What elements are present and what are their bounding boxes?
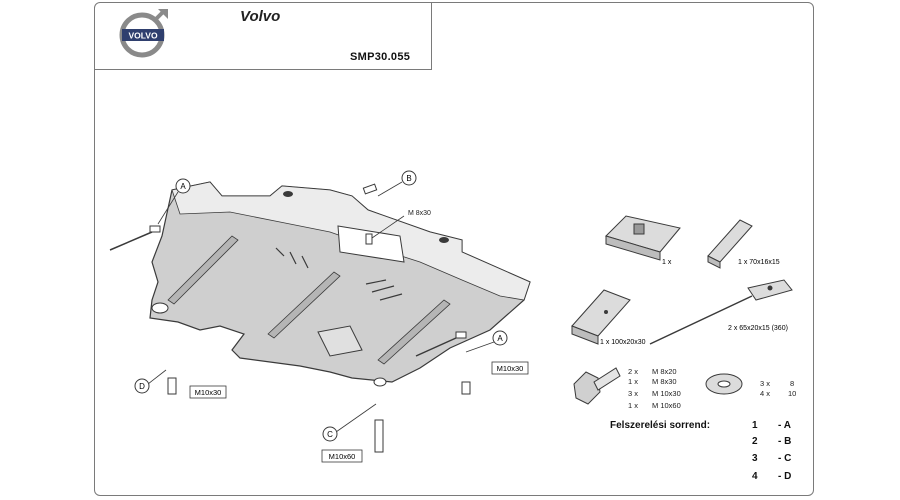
svg-text:B: B — [406, 174, 411, 183]
clip-qty: 1 x — [662, 259, 672, 266]
sequence-step-2-code: - B — [778, 436, 792, 447]
sequence-step-4-num: 4 — [752, 471, 758, 482]
svg-text:M 8x30: M 8x30 — [408, 210, 431, 217]
leader-lines — [147, 181, 495, 433]
title-block — [94, 2, 432, 70]
svg-text:D: D — [139, 382, 145, 391]
svg-text:2 x: 2 x — [628, 367, 638, 376]
svg-text:M10x60: M10x60 — [329, 452, 356, 461]
svg-text:8: 8 — [790, 379, 794, 388]
sequence-step-3-code: - C — [778, 453, 792, 464]
svg-text:C: C — [327, 430, 333, 439]
callout-a-top: A — [175, 178, 191, 194]
plate-fasteners — [109, 183, 471, 453]
small-plate-icon — [707, 219, 753, 269]
volvo-logo-icon: VOLVO — [119, 9, 168, 58]
callout-d: D — [134, 378, 150, 394]
svg-text:M 10x60: M 10x60 — [652, 401, 681, 410]
brand-title: Volvo — [240, 8, 281, 25]
callout-a-right: A — [492, 330, 508, 346]
large-plate-label: 1 x 100x20x30 — [600, 339, 646, 346]
sequence-step-2-num: 2 — [752, 436, 758, 447]
puller-label: 2 x 65x20x15 (360) — [728, 325, 788, 332]
callout-b: B — [401, 170, 417, 186]
sequence-step-3-num: 3 — [752, 453, 758, 464]
small-plate-label: 1 x 70x16x15 — [738, 259, 780, 266]
washer-list: 3 x 8 4 x 10 — [760, 379, 796, 398]
svg-text:A: A — [497, 334, 503, 343]
svg-text:10: 10 — [788, 389, 796, 398]
svg-text:M10x30: M10x30 — [195, 388, 222, 397]
plate-slots — [275, 247, 403, 301]
svg-text:3 x: 3 x — [628, 389, 638, 398]
label-a-m10x30: M10x30 — [491, 361, 529, 375]
clip-part-icon — [605, 215, 681, 261]
callout-c: C — [322, 426, 338, 442]
bolt-icon — [573, 367, 621, 405]
svg-text:M 10x30: M 10x30 — [652, 389, 681, 398]
drawing-sheet-border — [94, 2, 814, 496]
logo-text: VOLVO — [128, 31, 158, 41]
svg-text:M 8x20: M 8x20 — [652, 367, 677, 376]
label-c-m10x60: M10x60 — [321, 449, 363, 463]
svg-text:M 8x30: M 8x30 — [652, 377, 677, 386]
svg-text:1 x: 1 x — [628, 401, 638, 410]
label-d-m10x30: M10x30 — [189, 385, 227, 399]
label-top-m8x30: M 8x30 — [408, 210, 431, 217]
svg-text:A: A — [180, 182, 186, 191]
bolt-list: 2 x M 8x20 1 x M 8x30 3 x M 10x30 1 x M … — [628, 367, 681, 410]
svg-text:4 x: 4 x — [760, 389, 770, 398]
part-code: SMP30.055 — [350, 51, 411, 63]
svg-text:M10x30: M10x30 — [497, 364, 524, 373]
large-plate-icon — [571, 289, 631, 345]
sequence-title: Felszerelési sorrend: — [610, 420, 711, 431]
washer-icon — [705, 373, 743, 395]
sequence-step-4-code: - D — [778, 471, 792, 482]
puller-tool-icon — [649, 279, 793, 345]
plate-ribs — [167, 235, 451, 365]
svg-text:1 x: 1 x — [628, 377, 638, 386]
sequence-step-1-num: 1 — [752, 420, 758, 431]
sequence-step-1-code: - A — [778, 420, 791, 431]
svg-text:3 x: 3 x — [760, 379, 770, 388]
skid-plate — [149, 181, 531, 387]
